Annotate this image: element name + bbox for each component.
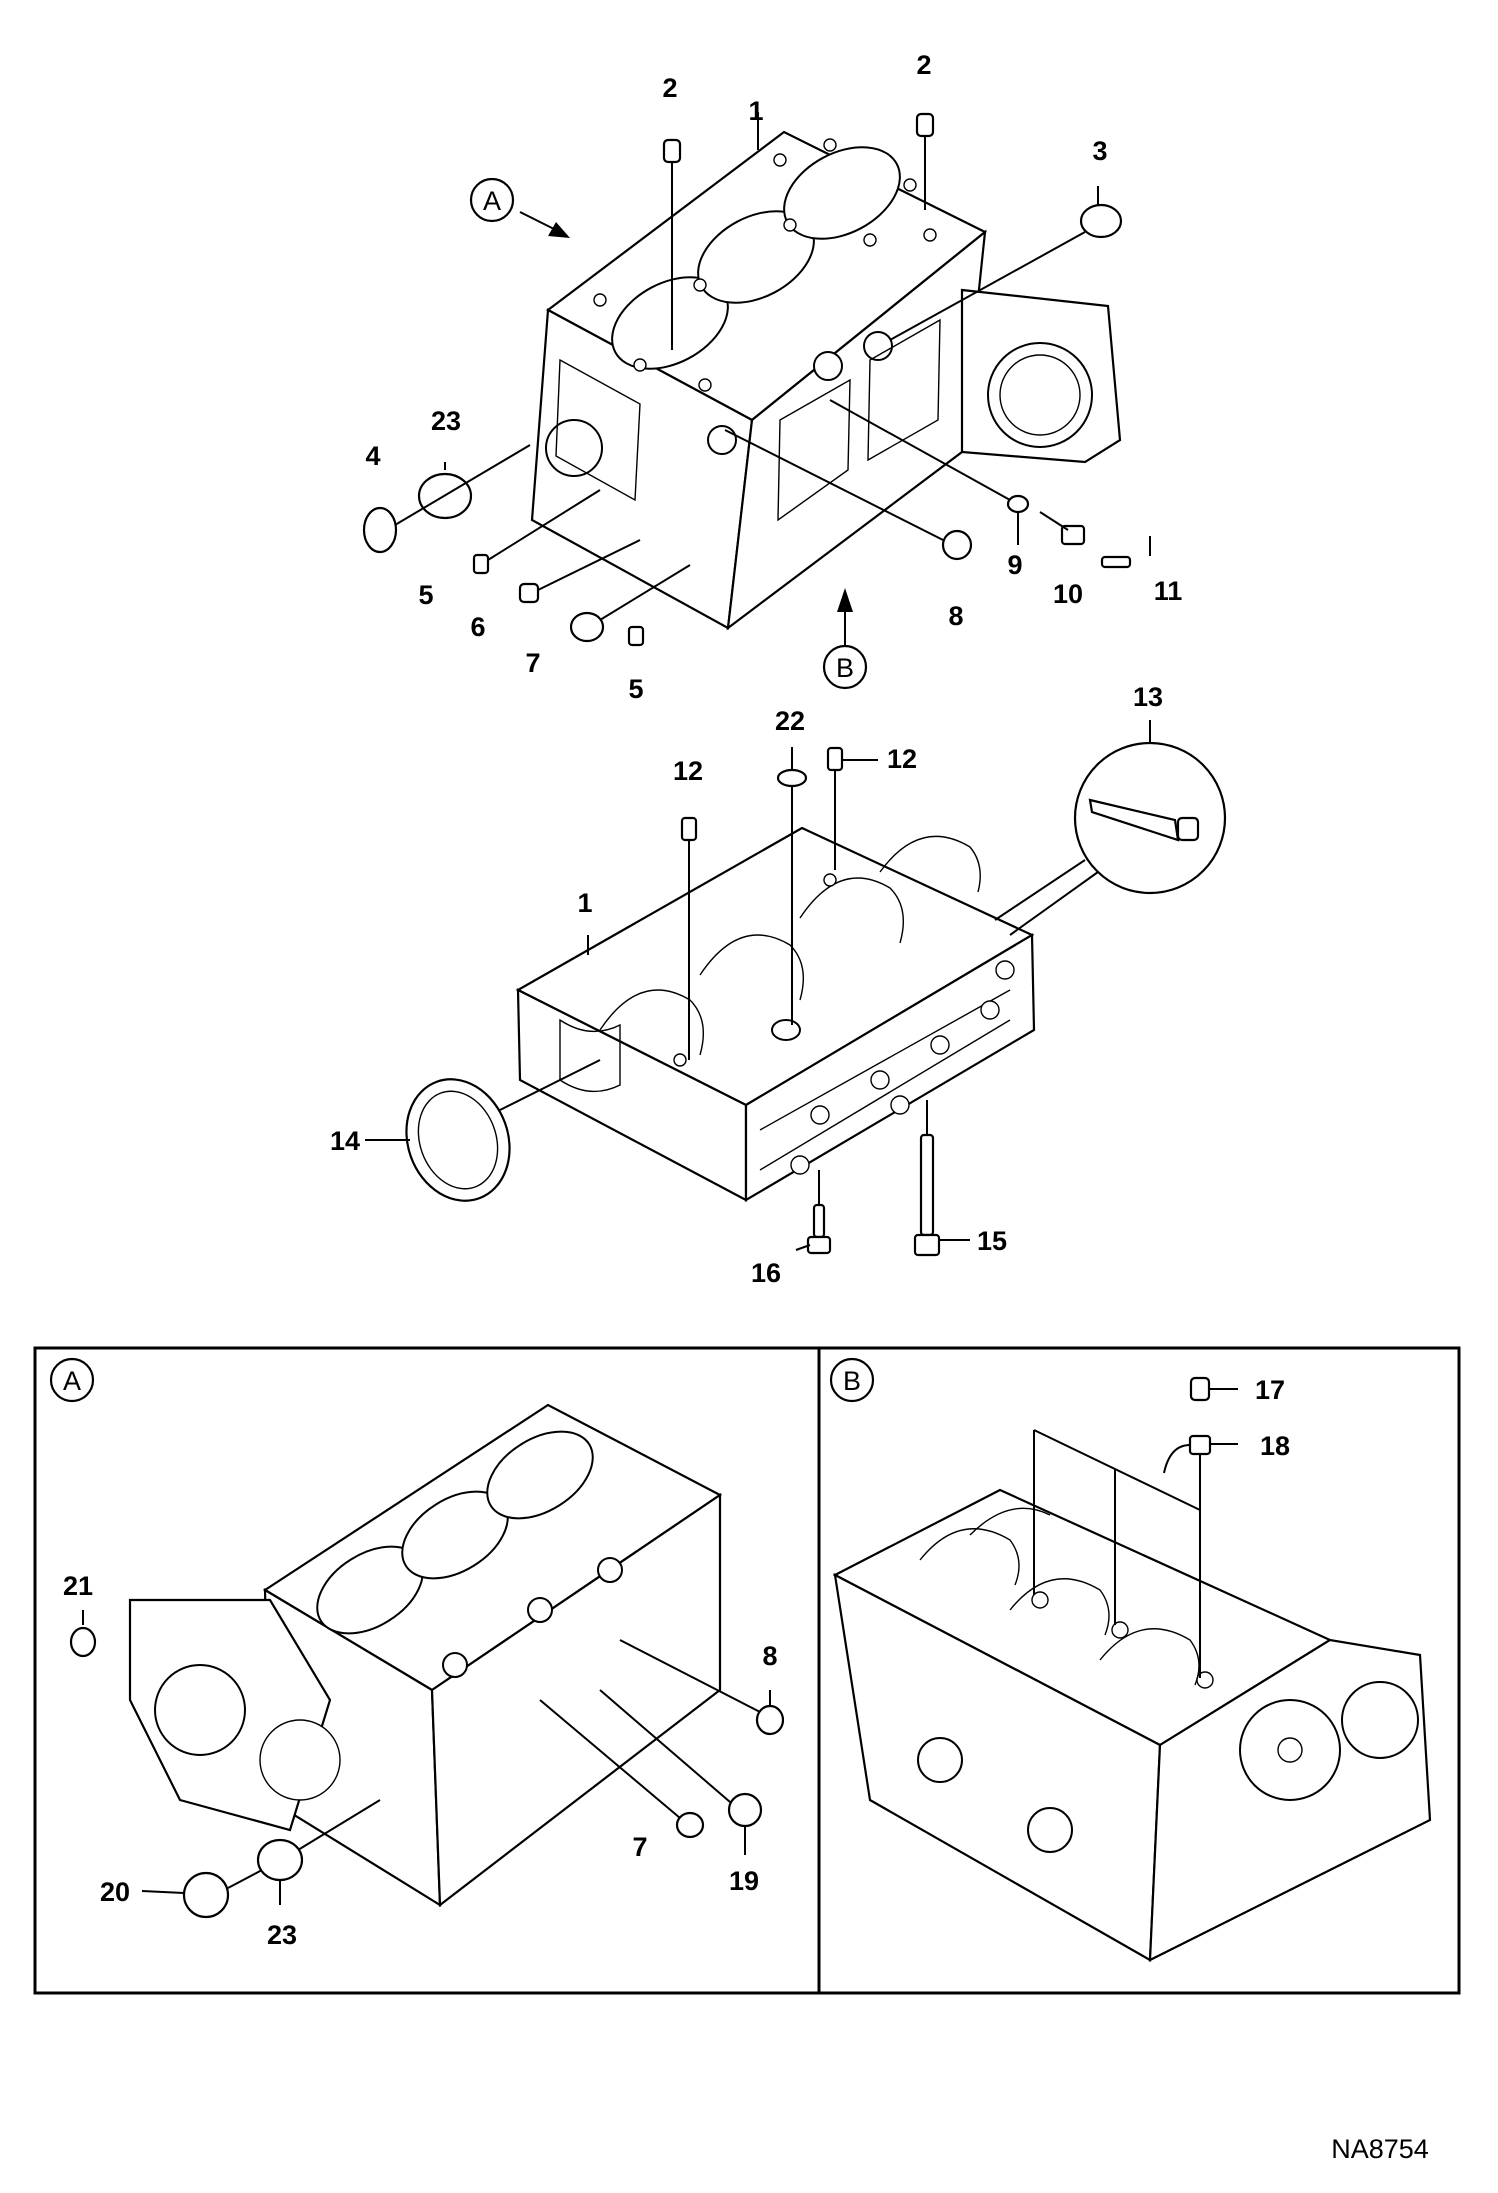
bushing-23-detail xyxy=(256,1838,304,1882)
callout-15: 15 xyxy=(977,1226,1007,1256)
seal-8-detail xyxy=(755,1704,785,1736)
sealant-tube-13 xyxy=(994,741,1227,936)
callout-4: 4 xyxy=(365,441,380,471)
callout-22: 22 xyxy=(775,706,805,736)
callout-21: 21 xyxy=(63,1571,93,1601)
top-block-parts xyxy=(362,112,1132,647)
callout-12-left: 12 xyxy=(673,756,703,786)
rear-oil-seal-14 xyxy=(405,1078,511,1202)
fitting-19 xyxy=(727,1792,763,1828)
seal-7 xyxy=(569,611,605,643)
banjo-fitting-18 xyxy=(1163,1434,1212,1474)
bottom-block-parts xyxy=(405,741,1227,1257)
callout-5-left: 5 xyxy=(418,580,433,610)
svg-text:B: B xyxy=(836,653,854,683)
callout-23-top: 23 xyxy=(431,406,461,436)
callout-12-right: 12 xyxy=(887,744,917,774)
callout-7-detail: 7 xyxy=(632,1832,647,1862)
callout-8-detail: 8 xyxy=(762,1641,777,1671)
callout-7-top: 7 xyxy=(525,648,540,678)
plug-6 xyxy=(518,582,540,604)
o-ring-22 xyxy=(776,768,808,788)
svg-text:A: A xyxy=(63,1366,81,1396)
view-marker-b: B xyxy=(822,588,868,690)
callout-1-mid: 1 xyxy=(577,888,592,918)
callout-23-detail: 23 xyxy=(267,1920,297,1950)
callout-13: 13 xyxy=(1133,682,1163,712)
stud-11 xyxy=(1100,555,1132,569)
callout-20: 20 xyxy=(100,1877,130,1907)
top-leader-lines xyxy=(394,112,1151,621)
callout-19: 19 xyxy=(729,1866,759,1896)
callout-2-right: 2 xyxy=(916,50,931,80)
callout-18: 18 xyxy=(1260,1431,1290,1461)
svg-text:A: A xyxy=(483,186,501,216)
dowel-pin-12-right xyxy=(826,746,844,772)
plug-21 xyxy=(69,1626,97,1658)
bolt-16 xyxy=(806,1203,832,1255)
plug-3 xyxy=(1079,203,1123,239)
bottom-leader-lines xyxy=(365,720,1151,1251)
callout-1-top: 1 xyxy=(748,96,763,126)
callout-9: 9 xyxy=(1007,550,1022,580)
callout-17: 17 xyxy=(1255,1375,1285,1405)
head-bolt-15 xyxy=(913,1133,941,1257)
dowel-pin-12-left xyxy=(680,816,698,842)
callout-labels: 1 2 2 3 4 23 5 6 7 5 8 9 10 11 22 13 12 … xyxy=(63,50,1290,1950)
bushing-20 xyxy=(182,1871,230,1919)
reference-code: NA8754 xyxy=(1331,2134,1429,2164)
plug-17 xyxy=(1189,1376,1211,1402)
callout-5-bottom: 5 xyxy=(628,674,643,704)
callout-3: 3 xyxy=(1092,136,1107,166)
callout-16: 16 xyxy=(751,1258,781,1288)
seal-7-detail xyxy=(675,1811,705,1839)
engine-block-bottom-view xyxy=(515,826,1036,1202)
pin-5-bottom xyxy=(627,625,645,647)
pin-5-left xyxy=(472,553,490,575)
detail-panel-a: A xyxy=(33,1346,821,1995)
detail-panel-b: B xyxy=(817,1346,1461,1995)
engine-block-top-view xyxy=(530,130,1122,631)
callout-10: 10 xyxy=(1053,579,1083,609)
svg-text:B: B xyxy=(843,1366,861,1396)
seal-8 xyxy=(941,529,973,561)
callout-14: 14 xyxy=(330,1126,360,1156)
callout-6: 6 xyxy=(470,612,485,642)
washer-4 xyxy=(362,506,398,554)
dowel-pin-left xyxy=(662,138,682,164)
callout-2-left: 2 xyxy=(662,73,677,103)
o-ring-9 xyxy=(1006,494,1030,514)
callout-8-top: 8 xyxy=(948,601,963,631)
view-marker-a: A xyxy=(469,177,570,238)
callout-11: 11 xyxy=(1154,576,1183,606)
dowel-pin-right xyxy=(915,112,935,138)
